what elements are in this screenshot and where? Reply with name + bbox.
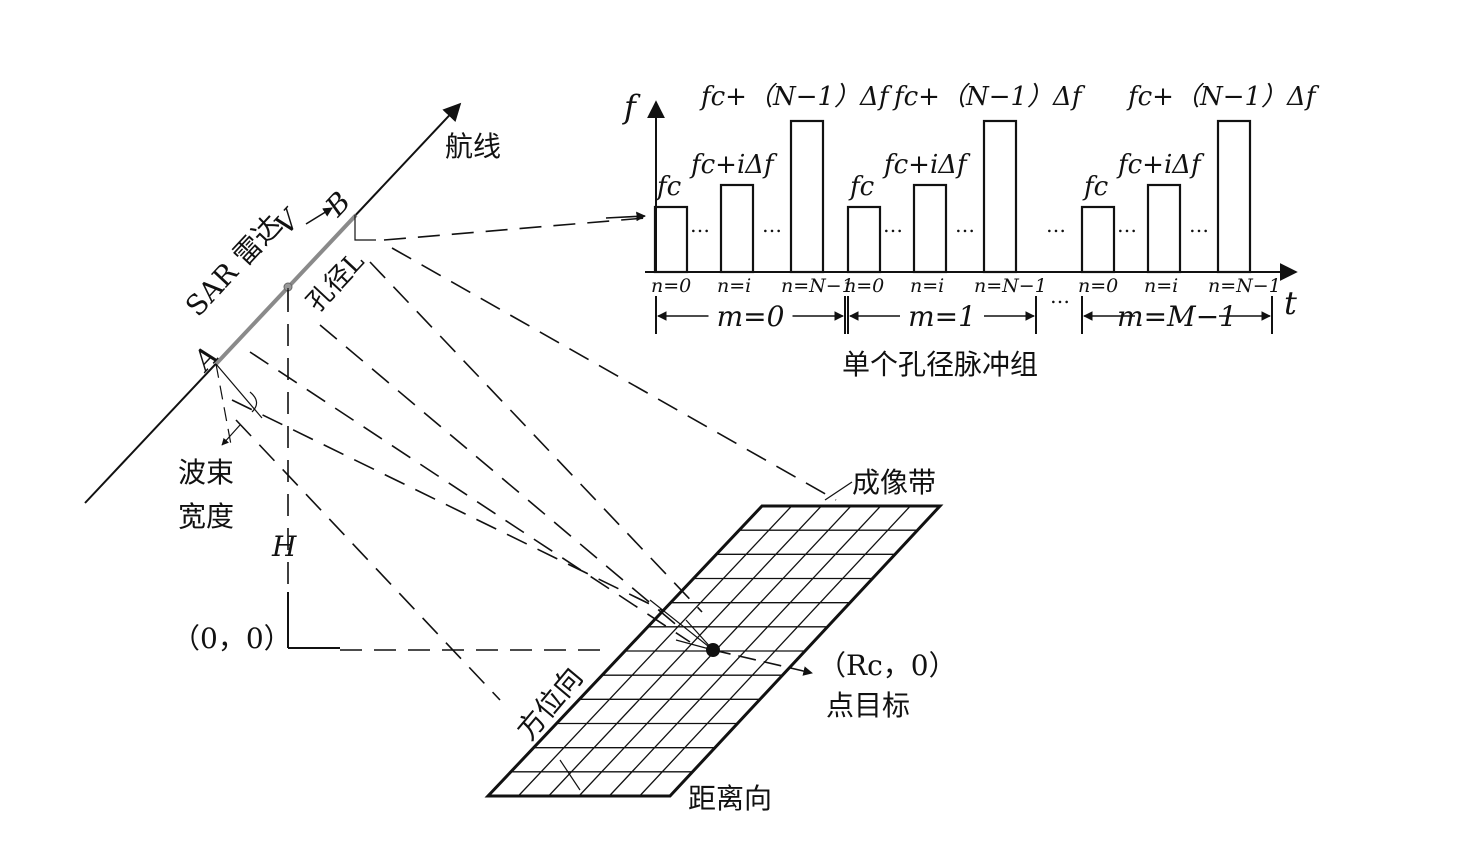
- pulse-bar: [982, 119, 1018, 274]
- velocity-arrow: [305, 207, 333, 225]
- point-target-arrow: [712, 649, 813, 676]
- pulse-index-label: n=i: [910, 275, 944, 297]
- imaging-swath-label: 成像带: [852, 466, 936, 499]
- pulse-bar: [1146, 183, 1182, 274]
- beam-rays: [231, 217, 837, 701]
- point-target-label: 点目标: [826, 689, 910, 722]
- fc-marker-arrow: [605, 211, 646, 222]
- pulse-ellipsis: …: [883, 213, 903, 237]
- flight-path-label: 航线: [445, 130, 501, 163]
- point-a-label: A: [185, 339, 225, 378]
- pulse-bar: [846, 205, 882, 274]
- pulse-index-label: n=0: [844, 275, 884, 297]
- pulse-group-label: 单个孔径脉冲组: [842, 348, 1038, 381]
- pulse-index-label: n=i: [1144, 275, 1178, 297]
- pulse-index-label: n=N−1: [1208, 275, 1281, 297]
- pulse-ellipsis: …: [762, 213, 782, 237]
- beam-width: 波束 宽度: [178, 363, 263, 533]
- pulse-ellipsis: …: [690, 213, 710, 237]
- pulse-ellipsis: …: [1117, 213, 1137, 237]
- pulse-bar: [1216, 119, 1252, 274]
- pulse-frequency-label: fc: [848, 172, 875, 202]
- beam-width-label-2: 宽度: [178, 500, 234, 533]
- group-ellipsis-axis: …: [1050, 284, 1070, 308]
- swath-grid: [484, 504, 944, 798]
- time-axis-label: t: [1284, 284, 1297, 322]
- pulse-labels: fc n=0 fc+iΔf n=i fc+（N−1）Δf n=N−1 … … fc n=0 fc+i…: [651, 82, 1320, 297]
- pulse-bar: [719, 183, 755, 274]
- group-index-label: m=1: [908, 300, 976, 333]
- pulse-ellipsis: …: [955, 213, 975, 237]
- pulse-bars: [653, 119, 1252, 274]
- pulse-bar: [789, 119, 825, 274]
- pulse-frequency-label: fc+iΔf: [882, 150, 971, 180]
- pulse-frequency-label: fc+iΔf: [689, 150, 778, 180]
- pulse-frequency-label: fc: [655, 172, 682, 202]
- pulse-index-label: n=0: [1078, 275, 1118, 297]
- pulse-frequency-label: fc+iΔf: [1116, 150, 1205, 180]
- group-ellipsis: …: [1046, 213, 1066, 237]
- height-origin: H （0，0）: [172, 290, 600, 655]
- pulse-frequency-label: fc+（N−1）Δf: [892, 82, 1086, 112]
- pulse-index-label: n=i: [717, 275, 751, 297]
- target-coordinate-label: （Rc，0）: [818, 649, 957, 682]
- frequency-axis-label: f: [622, 88, 641, 126]
- height-label: H: [271, 530, 297, 563]
- swath-border: [484, 504, 944, 798]
- pulse-index-label: n=0: [651, 275, 691, 297]
- pulse-bar: [653, 205, 689, 274]
- aperture-label: 孔径L: [301, 247, 370, 318]
- pulse-bar: [1080, 205, 1116, 274]
- flight-geometry: 航线 A SAR 雷达 V B 孔径L: [84, 102, 501, 504]
- group-index-label: m=0: [717, 300, 785, 333]
- pulse-index-label: n=N−1: [974, 275, 1047, 297]
- pulse-frequency-chart: f t fcn=0fc+iΔfn=ifc+（N−1）Δfn=N−1……fcn=0…: [605, 82, 1320, 381]
- group-brackets: m=0 m=1 m=M−1: [655, 296, 1273, 334]
- pulse-frequency-label: fc+（N−1）Δf: [1126, 82, 1320, 112]
- pulse-index-label: n=N−1: [781, 275, 854, 297]
- aperture-tick-b: [354, 215, 376, 241]
- pulse-frequency-label: fc+（N−1）Δf: [699, 82, 893, 112]
- origin-label: （0，0）: [172, 622, 292, 655]
- pulse-frequency-label: fc: [1082, 172, 1109, 202]
- group-index-label: m=M−1: [1117, 300, 1237, 333]
- imaging-swath: 成像带 方位向 距离向 （Rc，0） 点目标: [484, 466, 957, 815]
- pulse-ellipsis: …: [1189, 213, 1209, 237]
- beam-width-label-1: 波束: [178, 456, 234, 489]
- beam-width-arrow: [221, 424, 241, 446]
- range-direction-label: 距离向: [688, 782, 772, 815]
- pulse-bar: [912, 183, 948, 274]
